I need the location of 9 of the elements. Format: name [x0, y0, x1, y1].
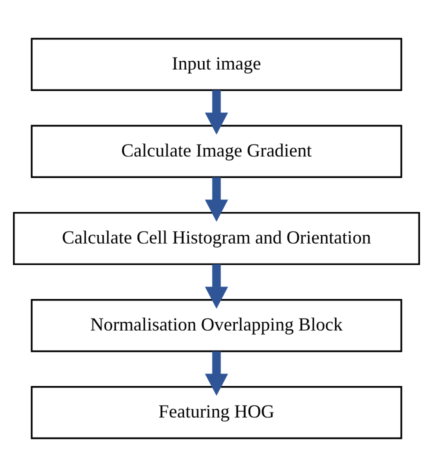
node-box: Featuring HOG — [30, 386, 402, 439]
arrow — [204, 176, 228, 222]
arrow — [204, 90, 228, 134]
arrow — [204, 264, 228, 308]
node-box: Calculate Cell Histogram and Orientation — [13, 211, 420, 265]
node-box: Input image — [30, 37, 402, 90]
node-box: Normalisation Overlapping Block — [30, 298, 402, 352]
node-box: Calculate Image Gradient — [30, 124, 402, 178]
arrow — [204, 350, 228, 396]
